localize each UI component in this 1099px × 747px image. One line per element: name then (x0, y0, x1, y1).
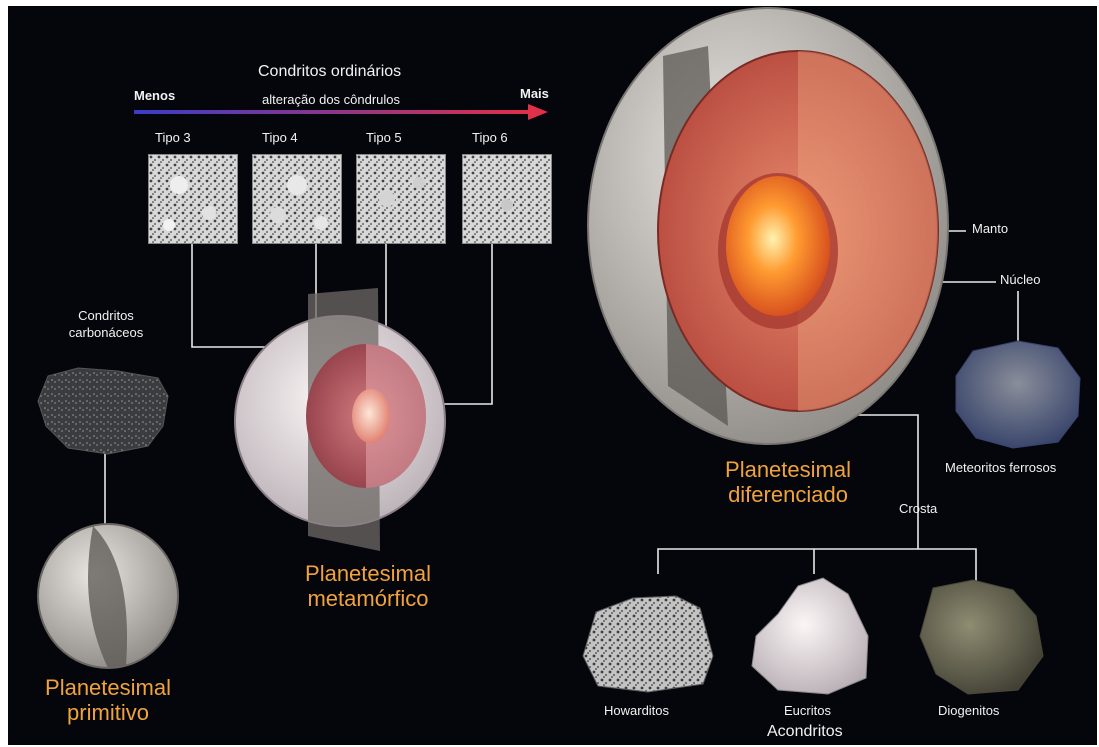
type-4-texture (252, 154, 342, 244)
diogenite-rock (920, 580, 1043, 694)
primitive-planetesimal-line1: Planetesimal (28, 676, 188, 700)
diagram-graphics (8, 6, 1097, 745)
ordinary-chondrites-title: Condritos ordinários (258, 63, 401, 81)
differentiated-planetesimal-line2: diferenciado (708, 483, 868, 507)
eucrites-label: Eucritos (784, 703, 831, 718)
carbonaceous-rock (38, 368, 168, 454)
type-3-label: Tipo 3 (155, 130, 191, 145)
howardites-label: Howarditos (604, 703, 669, 718)
iron-meteorites-label: Meteoritos ferrosos (945, 460, 1056, 475)
type-6-texture (462, 154, 552, 244)
carbonaceous-label-line2: carbonáceos (56, 325, 156, 340)
type-6-label: Tipo 6 (472, 130, 508, 145)
primitive-planetesimal (38, 524, 178, 668)
differentiated-planetesimal-line1: Planetesimal (708, 458, 868, 482)
crust-label: Crosta (899, 501, 937, 516)
eucrite-rock (752, 578, 868, 694)
core-label: Núcleo (1000, 272, 1040, 287)
primitive-planetesimal-line2: primitivo (28, 701, 188, 725)
mantle-label: Manto (972, 221, 1008, 236)
alteration-subtitle: alteração dos côndrulos (262, 92, 400, 107)
diogenites-label: Diogenitos (938, 703, 999, 718)
less-label: Menos (134, 88, 175, 103)
diagram-canvas: Condritos ordinários alteração dos côndr… (8, 6, 1097, 745)
more-label: Mais (520, 86, 549, 101)
type-5-texture (356, 154, 446, 244)
howardite-rock (583, 596, 713, 692)
metamorphic-planetesimal (235, 288, 445, 551)
type-4-label: Tipo 4 (262, 130, 298, 145)
differentiated-planetesimal (588, 8, 948, 444)
metamorphic-planetesimal-line2: metamórfico (288, 587, 448, 611)
iron-meteorite-rock (956, 341, 1080, 448)
achondrites-label: Acondritos (767, 723, 843, 741)
carbonaceous-label-line1: Condritos (64, 308, 148, 323)
type-5-label: Tipo 5 (366, 130, 402, 145)
metamorphic-planetesimal-line1: Planetesimal (288, 562, 448, 586)
type-3-texture (148, 154, 238, 244)
